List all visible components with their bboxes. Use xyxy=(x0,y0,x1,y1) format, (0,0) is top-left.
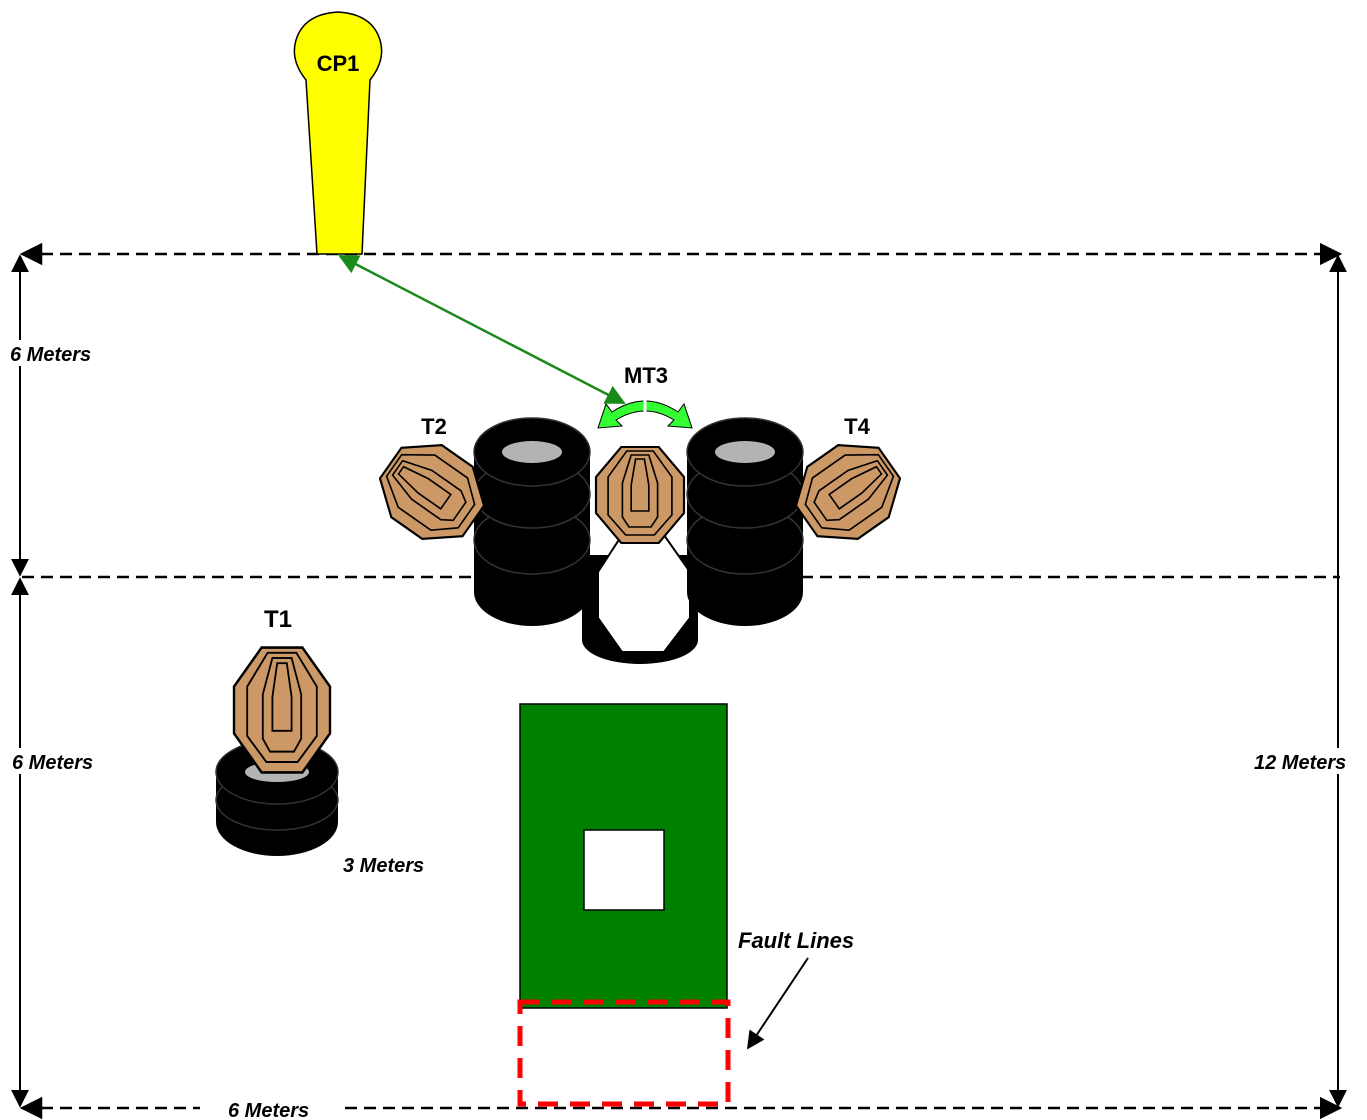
rotation-arrow-icon xyxy=(597,400,693,429)
no-shoot-target xyxy=(597,534,691,653)
mt3-label: MT3 xyxy=(624,363,668,388)
cp1-sight-line xyxy=(338,254,626,405)
fault-lines-box xyxy=(517,999,731,1107)
dim-bottom-left-label: 6 Meters xyxy=(12,752,93,774)
tire-stack-right xyxy=(686,417,804,627)
t2-label: T2 xyxy=(421,414,447,439)
mt3-target xyxy=(594,445,686,545)
t1-label: T1 xyxy=(264,606,292,633)
fault-lines-label: Fault Lines xyxy=(738,928,854,953)
dim-right-label: 12 Meters xyxy=(1254,752,1346,774)
dim-t1-label: 3 Meters xyxy=(343,855,424,877)
fault-lines-pointer xyxy=(747,957,809,1050)
cp1-flag: CP1 xyxy=(293,11,383,255)
dim-top-left-label: 6 Meters xyxy=(10,344,91,366)
dim-bottom-label: 6 Meters xyxy=(228,1100,309,1120)
barricade-window xyxy=(583,829,665,911)
t4-label: T4 xyxy=(844,414,870,439)
cp1-label: CP1 xyxy=(317,51,360,76)
t1-target xyxy=(232,646,332,774)
tire-stack-left xyxy=(473,417,591,627)
barricade-wall xyxy=(519,703,728,1009)
